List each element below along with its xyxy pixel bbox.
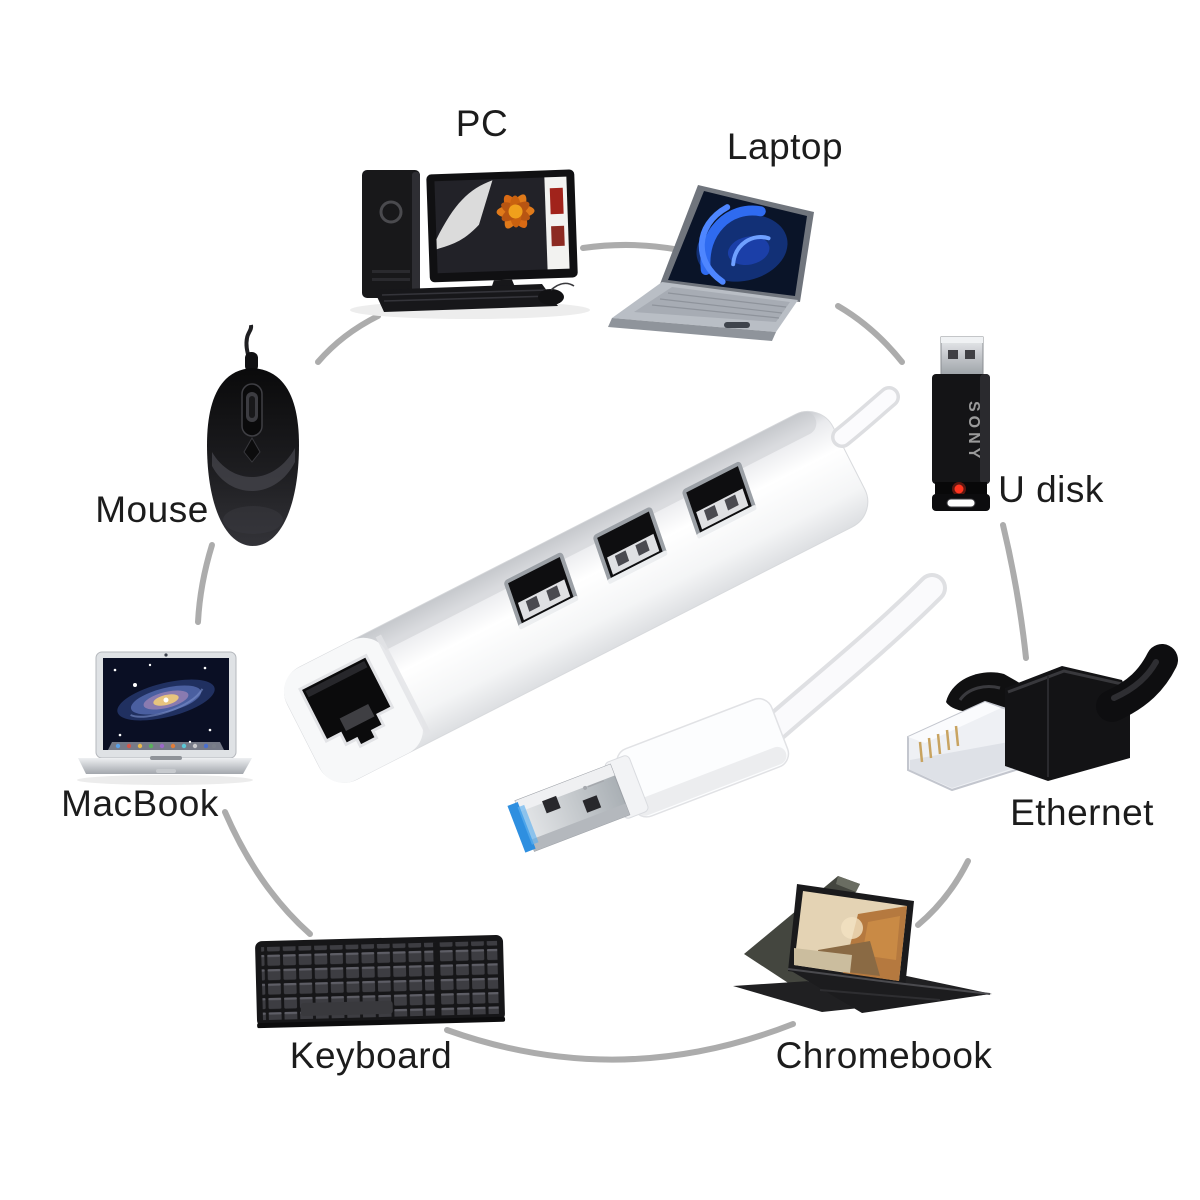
hub-usb-port-1 [504, 552, 579, 630]
chromebook-image [733, 876, 992, 1013]
udisk-brand-text: SONY [965, 401, 982, 462]
arc-laptop-udisk [835, 303, 905, 365]
device-label-chromebook: Chromebook [775, 1035, 993, 1076]
hub-usb-port-3 [682, 461, 757, 539]
arc-macbook-mouse [195, 542, 215, 625]
device-label-udisk: U disk [998, 469, 1104, 510]
hub-top-cable [831, 386, 900, 448]
arc-chromebook-keyboard [444, 1021, 796, 1063]
hub-rj45-port [298, 653, 395, 749]
ethernet-cable-image [907, 644, 1178, 792]
mouse-image [207, 324, 299, 546]
laptop-image [608, 185, 814, 341]
circle-arcs [195, 241, 1029, 1063]
device-label-ethernet: Ethernet [1010, 792, 1154, 833]
usb-plug-blue-tip [507, 801, 536, 853]
keyboard-image [255, 934, 506, 1029]
arc-keyboard-macbook [222, 809, 313, 937]
arc-mouse-pc [315, 313, 381, 365]
usb-plug [507, 697, 790, 853]
device-label-pc: PC [455, 103, 509, 144]
device-label-laptop: Laptop [726, 126, 844, 167]
hub-main-cable [757, 573, 947, 745]
arc-udisk-ethernet [1000, 522, 1029, 661]
device-label-macbook: MacBook [61, 783, 219, 824]
hub-usb-port-2 [593, 507, 668, 584]
device-label-keyboard: Keyboard [289, 1035, 453, 1076]
pc-image [350, 169, 590, 319]
device-label-mouse: Mouse [95, 489, 209, 530]
macbook-image [77, 651, 253, 785]
usb-flash-drive-image: SONY [932, 336, 990, 511]
usb-hub-image [283, 386, 947, 853]
arc-pc-laptop [580, 241, 683, 253]
arc-ethernet-chromebook [915, 858, 971, 928]
